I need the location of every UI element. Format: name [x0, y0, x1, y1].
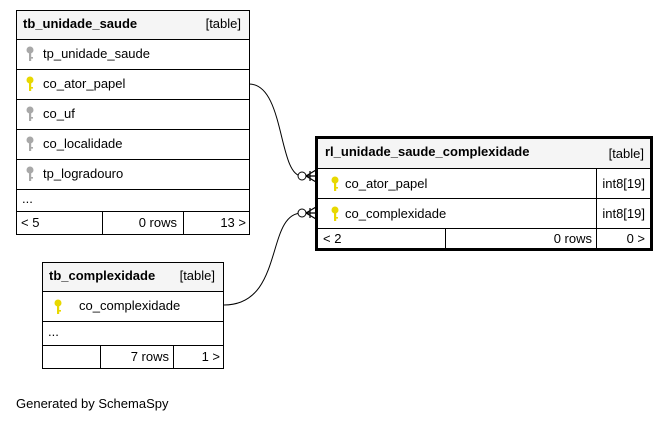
table-name: tb_complexidade — [49, 268, 156, 283]
parent-count[interactable]: < 2 — [323, 231, 342, 246]
key-icon — [26, 106, 34, 121]
key-icon — [26, 136, 34, 151]
table-type-tag: [table] — [179, 268, 215, 283]
connector-optional-marker — [297, 208, 307, 218]
row-count: 0 rows — [553, 231, 592, 246]
table-name: tb_unidade_saude — [23, 16, 138, 31]
row-count: 7 rows — [130, 349, 169, 364]
column-name: co_ator_papel — [345, 176, 428, 191]
table-tb-unidade-saude[interactable]: tb_unidade_saude [table] tp_unidade_saud… — [16, 10, 250, 235]
table-type-tag: [table] — [608, 146, 644, 161]
key-icon — [26, 166, 34, 181]
table-footer: < 5 0 rows 13 > — [17, 211, 249, 234]
child-count[interactable]: 1 > — [201, 349, 220, 364]
generator-credit: Generated by SchemaSpy — [16, 396, 169, 411]
connector-optional-marker — [297, 171, 307, 181]
table-header: tb_unidade_saude [table] — [17, 11, 249, 39]
column-row[interactable]: co_complexidade — [43, 291, 223, 321]
column-name: tp_unidade_saude — [43, 46, 150, 61]
table-type-tag: [table] — [205, 16, 241, 31]
column-row[interactable]: tp_logradouro — [17, 159, 249, 189]
table-header: rl_unidade_saude_complexidade [table] — [318, 139, 650, 168]
connector-co-complexidade — [223, 212, 316, 306]
column-name: co_complexidade — [345, 206, 447, 221]
table-name: rl_unidade_saude_complexidade — [325, 144, 530, 159]
column-row[interactable]: co_uf — [17, 99, 249, 129]
column-row[interactable]: co_complexidade int8[19] — [318, 198, 650, 228]
row-count: 0 rows — [138, 215, 177, 230]
table-rl-unidade-saude-complexidade[interactable]: rl_unidade_saude_complexidade [table] co… — [315, 136, 653, 251]
table-footer: 7 rows 1 > — [43, 345, 223, 368]
connector-co-ator-papel — [248, 83, 316, 177]
more-columns-ellipsis: ... — [22, 191, 33, 206]
key-icon — [26, 46, 34, 61]
table-header: tb_complexidade [table] — [43, 263, 223, 291]
more-columns-row: ... — [43, 321, 223, 345]
child-count[interactable]: 13 > — [220, 215, 246, 230]
key-icon — [331, 176, 339, 191]
more-columns-row: ... — [17, 189, 249, 211]
child-count[interactable]: 0 > — [626, 231, 645, 246]
column-type: int8[19] — [602, 176, 645, 191]
column-type: int8[19] — [602, 206, 645, 221]
column-name: co_ator_papel — [43, 76, 126, 91]
column-row[interactable]: co_localidade — [17, 129, 249, 159]
connector-crowfoot-marker — [305, 169, 317, 183]
key-icon — [26, 76, 34, 91]
column-name: co_localidade — [43, 136, 123, 151]
column-name: tp_logradouro — [43, 166, 124, 181]
connector-crowfoot-marker — [305, 206, 317, 220]
column-row[interactable]: co_ator_papel — [17, 69, 249, 99]
parent-count[interactable]: < 5 — [21, 215, 40, 230]
column-row[interactable]: tp_unidade_saude — [17, 39, 249, 69]
column-row[interactable]: co_ator_papel int8[19] — [318, 168, 650, 198]
key-icon — [54, 299, 62, 314]
column-name: co_uf — [43, 106, 75, 121]
column-name: co_complexidade — [79, 298, 181, 313]
more-columns-ellipsis: ... — [48, 324, 59, 339]
key-icon — [331, 206, 339, 221]
table-footer: < 2 0 rows 0 > — [318, 228, 650, 248]
table-tb-complexidade[interactable]: tb_complexidade [table] co_complexidade … — [42, 262, 224, 369]
